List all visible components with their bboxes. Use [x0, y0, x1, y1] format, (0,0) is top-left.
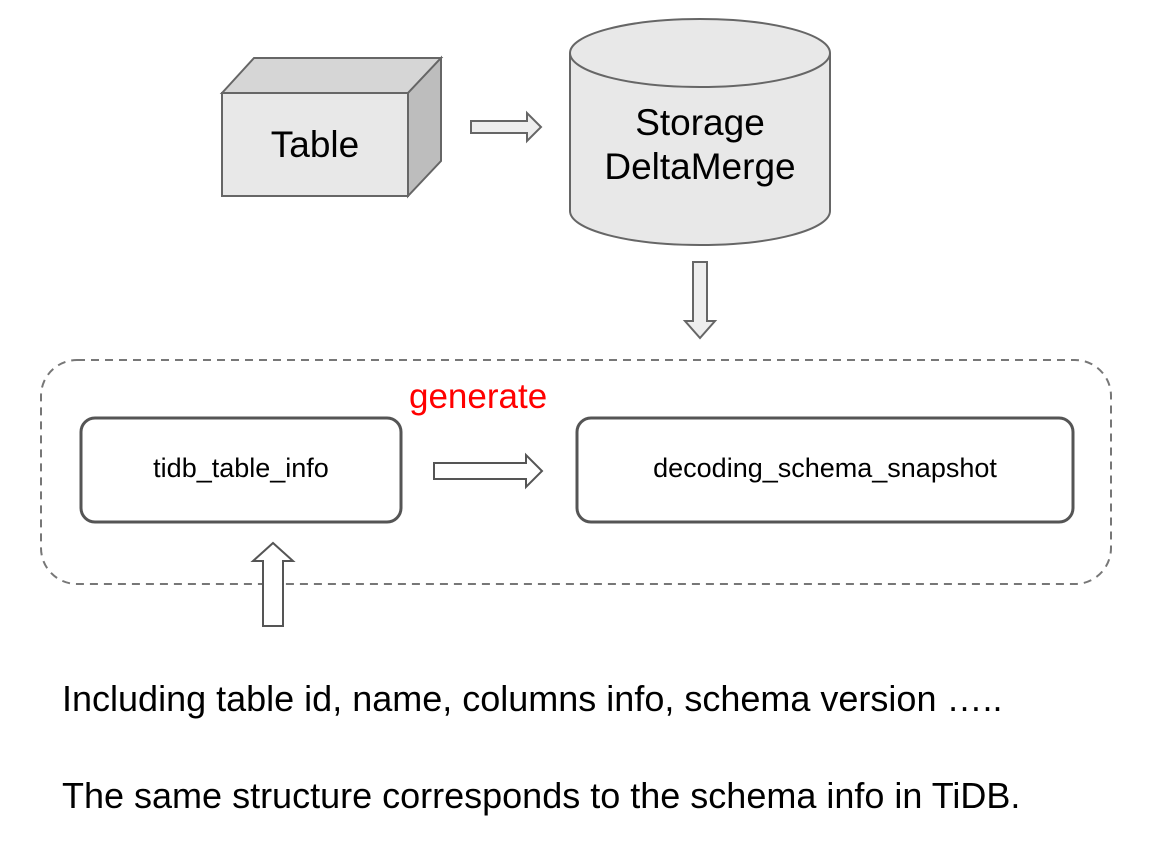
arrow-storage-to-group: [682, 261, 718, 340]
description-line-2: The same structure corresponds to the sc…: [62, 775, 1021, 816]
tidb-table-info-label: tidb_table_info: [153, 453, 329, 483]
storage-cylinder-body: [569, 53, 831, 246]
tidb-table-info-box: [79, 416, 403, 524]
storage-cylinder: [569, 18, 831, 246]
table-cube-top: [219, 57, 444, 94]
decoding-schema-snapshot-label: decoding_schema_snapshot: [653, 453, 997, 483]
storage-node-label: Storage DeltaMerge: [572, 101, 828, 189]
decoding-schema-snapshot-box: [575, 416, 1075, 524]
table-node-label: Table: [270, 124, 360, 165]
generate-edge-label: generate: [409, 377, 548, 416]
arrow-table-to-storage: [470, 110, 543, 144]
table-cube-front: [221, 92, 409, 197]
table-cube: [219, 55, 444, 199]
storage-node-line2: DeltaMerge: [604, 146, 796, 187]
storage-node-line1: Storage: [635, 102, 765, 143]
arrow-description-to-tidb: [250, 541, 296, 627]
storage-cylinder-top: [569, 18, 831, 88]
arrow-generate: [433, 452, 544, 490]
description-line-1: Including table id, name, columns info, …: [62, 678, 1003, 719]
